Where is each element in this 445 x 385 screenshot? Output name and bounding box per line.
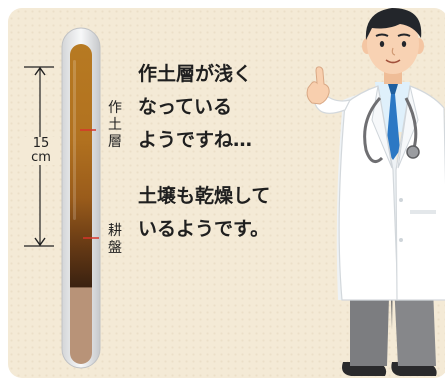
speech-text-block-2: 土壌も乾燥して いるようです。	[138, 185, 271, 240]
stethoscope	[363, 96, 384, 164]
doctor-face	[367, 14, 419, 74]
soil-column	[70, 44, 92, 364]
depth-unit: cm	[31, 150, 51, 165]
doctor-illustration	[306, 8, 445, 376]
left-eye	[379, 41, 385, 47]
coat-pocket	[410, 210, 436, 214]
mouth	[385, 59, 401, 64]
stethoscope-chestpiece	[406, 145, 420, 159]
right-eye	[401, 41, 407, 47]
tie-knot	[388, 84, 398, 94]
depth-scale-label: 15 cm	[22, 137, 60, 165]
doctor-hair	[365, 8, 422, 40]
topsoil-layer-label: 作 土 層	[108, 100, 122, 150]
pointing-hand	[306, 66, 330, 105]
speech-text-block-1: 作土層が浅く なっている ようですね…	[138, 63, 253, 151]
tube-highlight	[73, 60, 76, 220]
hardpan-layer-label: 耕 盤	[108, 223, 122, 256]
tie	[386, 94, 400, 160]
depth-number: 15	[32, 136, 50, 151]
